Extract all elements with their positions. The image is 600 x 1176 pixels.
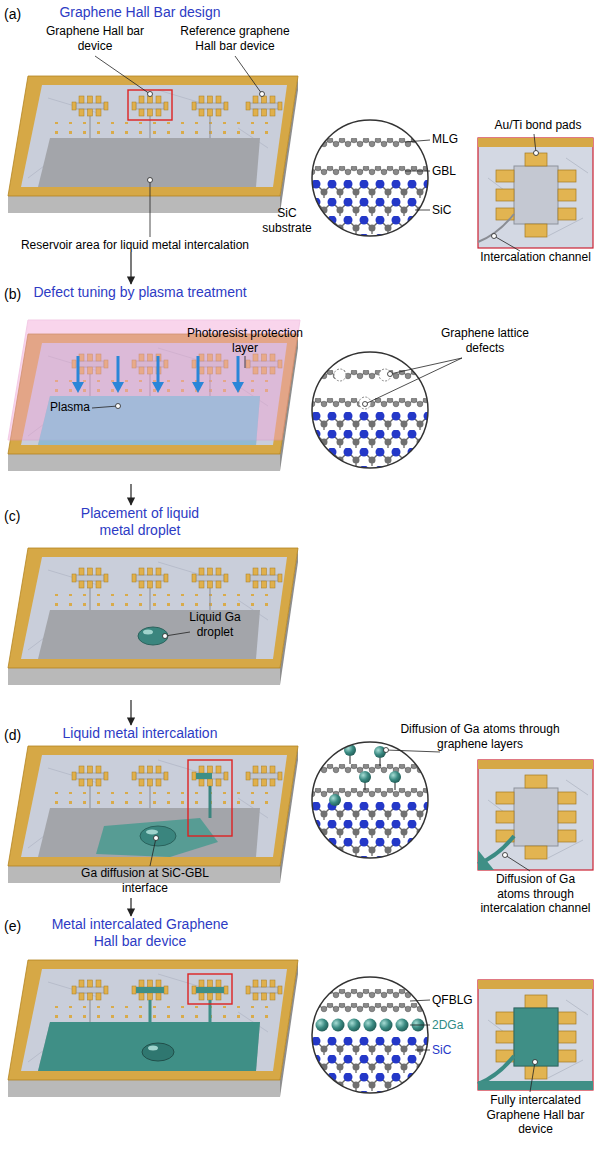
panel-node: Metal intercalated Graphene Hall bar dev… [10, 916, 270, 1100]
callout-label: QFBLG [432, 993, 477, 1008]
zoom-ga [478, 1008, 593, 1090]
panel-letter: (a) [4, 6, 34, 23]
zoom-box [478, 980, 593, 1090]
lattice-inset [298, 977, 442, 1097]
sic-chip [8, 960, 298, 1097]
sic-chip [8, 76, 298, 213]
callout-label: Intercalation channel [478, 250, 593, 265]
panel-title: Defect tuning by plasma treatment [10, 284, 270, 301]
flow-arrow [130, 898, 131, 916]
callout-label: MLG [432, 132, 477, 147]
panel-letter: (b) [4, 286, 34, 303]
panel-letter: (e) [4, 918, 34, 935]
callout-label: SiC [432, 1043, 477, 1058]
callout-label: Ga diffusion at SiC-GBL interface [70, 866, 220, 895]
callout-label: Diffusion of Ga atoms through intercalat… [478, 872, 593, 916]
flow-arrow [130, 700, 131, 725]
callout-label: GBL [432, 164, 477, 179]
flow-arrow [130, 252, 131, 284]
panel-title: Metal intercalated Graphene Hall bar dev… [40, 916, 240, 950]
panel-letter: (c) [4, 508, 34, 525]
callout-label: Liquid Ga droplet [180, 610, 250, 639]
zoom-ga [478, 836, 514, 870]
panel-node: Placement of liquid metal droplet [10, 505, 270, 700]
panel-title: Placement of liquid metal droplet [65, 505, 215, 539]
zoom-box [478, 760, 593, 870]
callout-label: Fully intercalated Graphene Hall bar dev… [478, 1093, 593, 1137]
callout-label: Au/Ti bond pads [478, 118, 598, 133]
flow-arrow [130, 484, 131, 505]
panel-node: Defect tuning by plasma treatment [10, 284, 270, 484]
lattice-inset [300, 120, 440, 240]
sic-chip [8, 746, 298, 883]
callout-label: Graphene lattice defects [420, 326, 550, 355]
highlight-box [128, 90, 172, 120]
panel-title: Liquid metal intercalation [10, 725, 270, 742]
callout-label: SiC substrate [258, 206, 316, 235]
callout-label: Graphene Hall bar device [40, 24, 150, 53]
ga-droplet [138, 627, 168, 645]
ga-intercalated [38, 974, 260, 1071]
callout-label: Reservoir area for liquid metal intercal… [10, 238, 260, 253]
callout-label: Photoresist protection layer [185, 326, 305, 355]
zoom-box [478, 138, 593, 248]
lattice-inset [300, 742, 440, 862]
lattice-inset [300, 352, 440, 472]
panel-title: Graphene Hall Bar design [10, 4, 270, 21]
callout-label: Plasma [50, 400, 100, 415]
sic-chip [8, 548, 298, 685]
callout-label: SiC [432, 203, 477, 218]
ga-spreading [96, 760, 232, 857]
callout-label: 2DGa [432, 1018, 477, 1033]
callout-label: Diffusion of Ga atoms through graphene l… [395, 722, 565, 751]
callout-label: Reference graphene Hall bar device [170, 24, 300, 53]
panel-letter: (d) [4, 727, 34, 744]
